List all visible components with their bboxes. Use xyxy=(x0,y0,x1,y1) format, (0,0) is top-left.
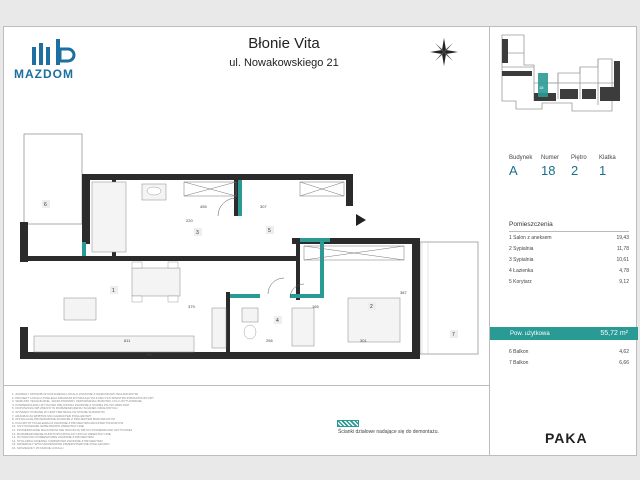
room-number: 6 xyxy=(44,202,47,208)
note-line: 11. POWIERZCHNIE BALKONÓW NIE WLICZAJĄ S… xyxy=(12,428,133,432)
plan-sheet: MAZDOM Błonie Vita ul. Nowakowskiego 21 xyxy=(3,26,638,456)
note-line: 15. MATERIAŁY WYKOŃCZENIOWE PRZEDSTAWION… xyxy=(12,443,110,447)
note-line: 12. ROZMIESZCZENIE PUNKTÓW INSTALACYJNYC… xyxy=(12,432,111,436)
dimension-label: 256 xyxy=(266,338,273,343)
room-area: 4,78 xyxy=(619,268,629,274)
room-label: 2 Sypialnia xyxy=(509,246,534,252)
legend-text: Ścianki działowe nadające się do demonta… xyxy=(338,429,439,435)
demountable-wall-swatch xyxy=(337,420,359,427)
value-building: A xyxy=(509,163,518,178)
room-number: 4 xyxy=(276,318,279,324)
room-label: 1 Salon z aneksem xyxy=(509,235,552,241)
balcony-label: 7 Balkon xyxy=(509,360,529,366)
note-line: 3. WARUNKI TECHNICZNE, JAKIM POWINNY ODP… xyxy=(12,400,142,404)
floor-plan: 6 1 3 5 2 4 7 455 307 220 379 611 256 30… xyxy=(20,133,479,359)
list-item: 3 Sypialnia 10,61 xyxy=(509,255,629,266)
value-floor: 2 xyxy=(571,163,579,178)
balcony-7 xyxy=(419,241,479,355)
project-address: ul. Nowakowskiego 21 xyxy=(229,57,339,69)
label-floor: Piętro xyxy=(571,155,587,161)
rooms-title: Pomieszczenia xyxy=(509,221,553,228)
list-item: 2 Sypialnia 11,78 xyxy=(509,244,629,255)
key-plan-marker: 18 xyxy=(539,85,544,90)
room-area: 19,43 xyxy=(616,235,629,241)
list-item: 4 Łazienka 4,78 xyxy=(509,266,629,277)
note-line: 4. POWIERZCHNIA UŻYTKOWA OBLICZONA ZGODN… xyxy=(12,403,130,407)
note-line: 5. DOPUSZCZA SIĘ ZMIANY W ROZMIESZCZENIU… xyxy=(12,407,118,411)
list-item: 5 Korytarz 9,12 xyxy=(509,277,629,288)
room-number: 3 xyxy=(196,230,199,236)
divider xyxy=(509,231,629,232)
label-number: Numer xyxy=(541,155,560,161)
divider xyxy=(489,27,490,455)
list-item: 7 Balkon 6,66 xyxy=(509,358,629,369)
note-line: 16. SZCZEGÓŁY W KARCIE LOKALU xyxy=(12,446,64,450)
room-number: 7 xyxy=(452,332,455,338)
room-label: 5 Korytarz xyxy=(509,279,532,285)
label-stair: Klatka xyxy=(599,155,616,161)
room-number: 1 xyxy=(112,288,115,294)
dimension-label: 165 xyxy=(312,304,319,309)
room-area: 11,78 xyxy=(616,246,629,252)
key-plan: 18 xyxy=(501,34,620,112)
room-number: 2 xyxy=(370,304,373,310)
list-item: 6 Balkon 4,62 xyxy=(509,347,629,358)
note-line: 13. WYSOKOŚĆ POMIESZCZEŃ ZGODNIE Z PROJE… xyxy=(12,436,94,440)
usable-area-value: 55,72 m² xyxy=(600,330,628,337)
note-line: 1. ZAKRES I SPOSÓB WYKOŃCZENIA LOKALU ZG… xyxy=(12,393,139,396)
note-line: 6. WYMIARY PODANE W CENTYMETRACH W STANI… xyxy=(12,410,105,414)
dimension-label: 220 xyxy=(186,218,193,223)
logo-mark-icon xyxy=(32,39,76,65)
balconies-list: 6 Balkon 4,62 7 Balkon 6,66 xyxy=(509,347,629,369)
dimension-label: 307 xyxy=(260,204,267,209)
dimension-label: 301 xyxy=(360,338,367,343)
divider xyxy=(4,385,489,386)
room-label: 3 Sypialnia xyxy=(509,257,534,263)
value-number: 18 xyxy=(541,163,556,178)
dimension-label: 379 xyxy=(188,304,195,309)
room-area: 10,61 xyxy=(616,257,629,263)
dimension-label: 611 xyxy=(124,338,131,343)
dimension-labels: 455 307 220 379 611 256 301 387 165 2M xyxy=(124,204,407,357)
dimension-label: 455 xyxy=(200,204,207,209)
label-building: Budynek xyxy=(509,155,533,161)
logo-text: MAZDOM xyxy=(14,67,74,81)
balcony-6 xyxy=(23,133,83,225)
note-line: 10. USYTUOWANIE GRZEJNIKÓW ORIENTACYJNE xyxy=(12,425,84,429)
compass-icon xyxy=(430,38,458,66)
note-line: 2. PROJEKT LOKALU PODLEGA ZMIANOM WYNIKA… xyxy=(12,396,154,400)
balcony-label: 6 Balkon xyxy=(509,349,529,355)
note-line: 8. INSTALACJE PROWADZONE ZGODNIE Z PROJE… xyxy=(12,418,115,422)
key-plan-highlight xyxy=(538,73,548,97)
legend: Ścianki działowe nadające się do demonta… xyxy=(334,420,484,435)
paka-logo: PAKA xyxy=(545,430,588,446)
usable-area-label: Pow. użytkowa xyxy=(510,330,550,337)
usable-area-bar: Pow. użytkowa 55,72 m² xyxy=(490,327,638,340)
value-stair: 1 xyxy=(599,163,607,178)
dimension-label: 2M xyxy=(146,352,152,357)
dimension-label: 387 xyxy=(400,290,407,295)
mazdom-logo: MAZDOM xyxy=(12,39,92,85)
note-line: 9. KOLORYSTYKA ELEWACJI ZGODNIE Z PROJEK… xyxy=(12,421,124,425)
room-area: 9,12 xyxy=(619,279,629,285)
balcony-area: 6,66 xyxy=(619,360,629,366)
room-number: 5 xyxy=(268,228,271,234)
room-label: 4 Łazienka xyxy=(509,268,534,274)
balcony-area: 4,62 xyxy=(619,349,629,355)
technical-notes: 1. ZAKRES I SPOSÓB WYKOŃCZENIA LOKALU ZG… xyxy=(12,393,322,451)
note-line: 14. STOLARKA OKIENNA I DRZWIOWA ZGODNIE … xyxy=(12,439,103,443)
unit-info: Budynek Numer Piętro Klatka A 18 2 1 xyxy=(509,155,634,178)
project-title: Błonie Vita xyxy=(248,35,320,52)
note-line: 7. ARANŻACJA WNĘTRZ MA CHARAKTER POGLĄDO… xyxy=(12,414,92,418)
room-labels: 6 1 3 5 2 4 7 xyxy=(42,200,458,338)
list-item: 1 Salon z aneksem 19,43 xyxy=(509,233,629,244)
